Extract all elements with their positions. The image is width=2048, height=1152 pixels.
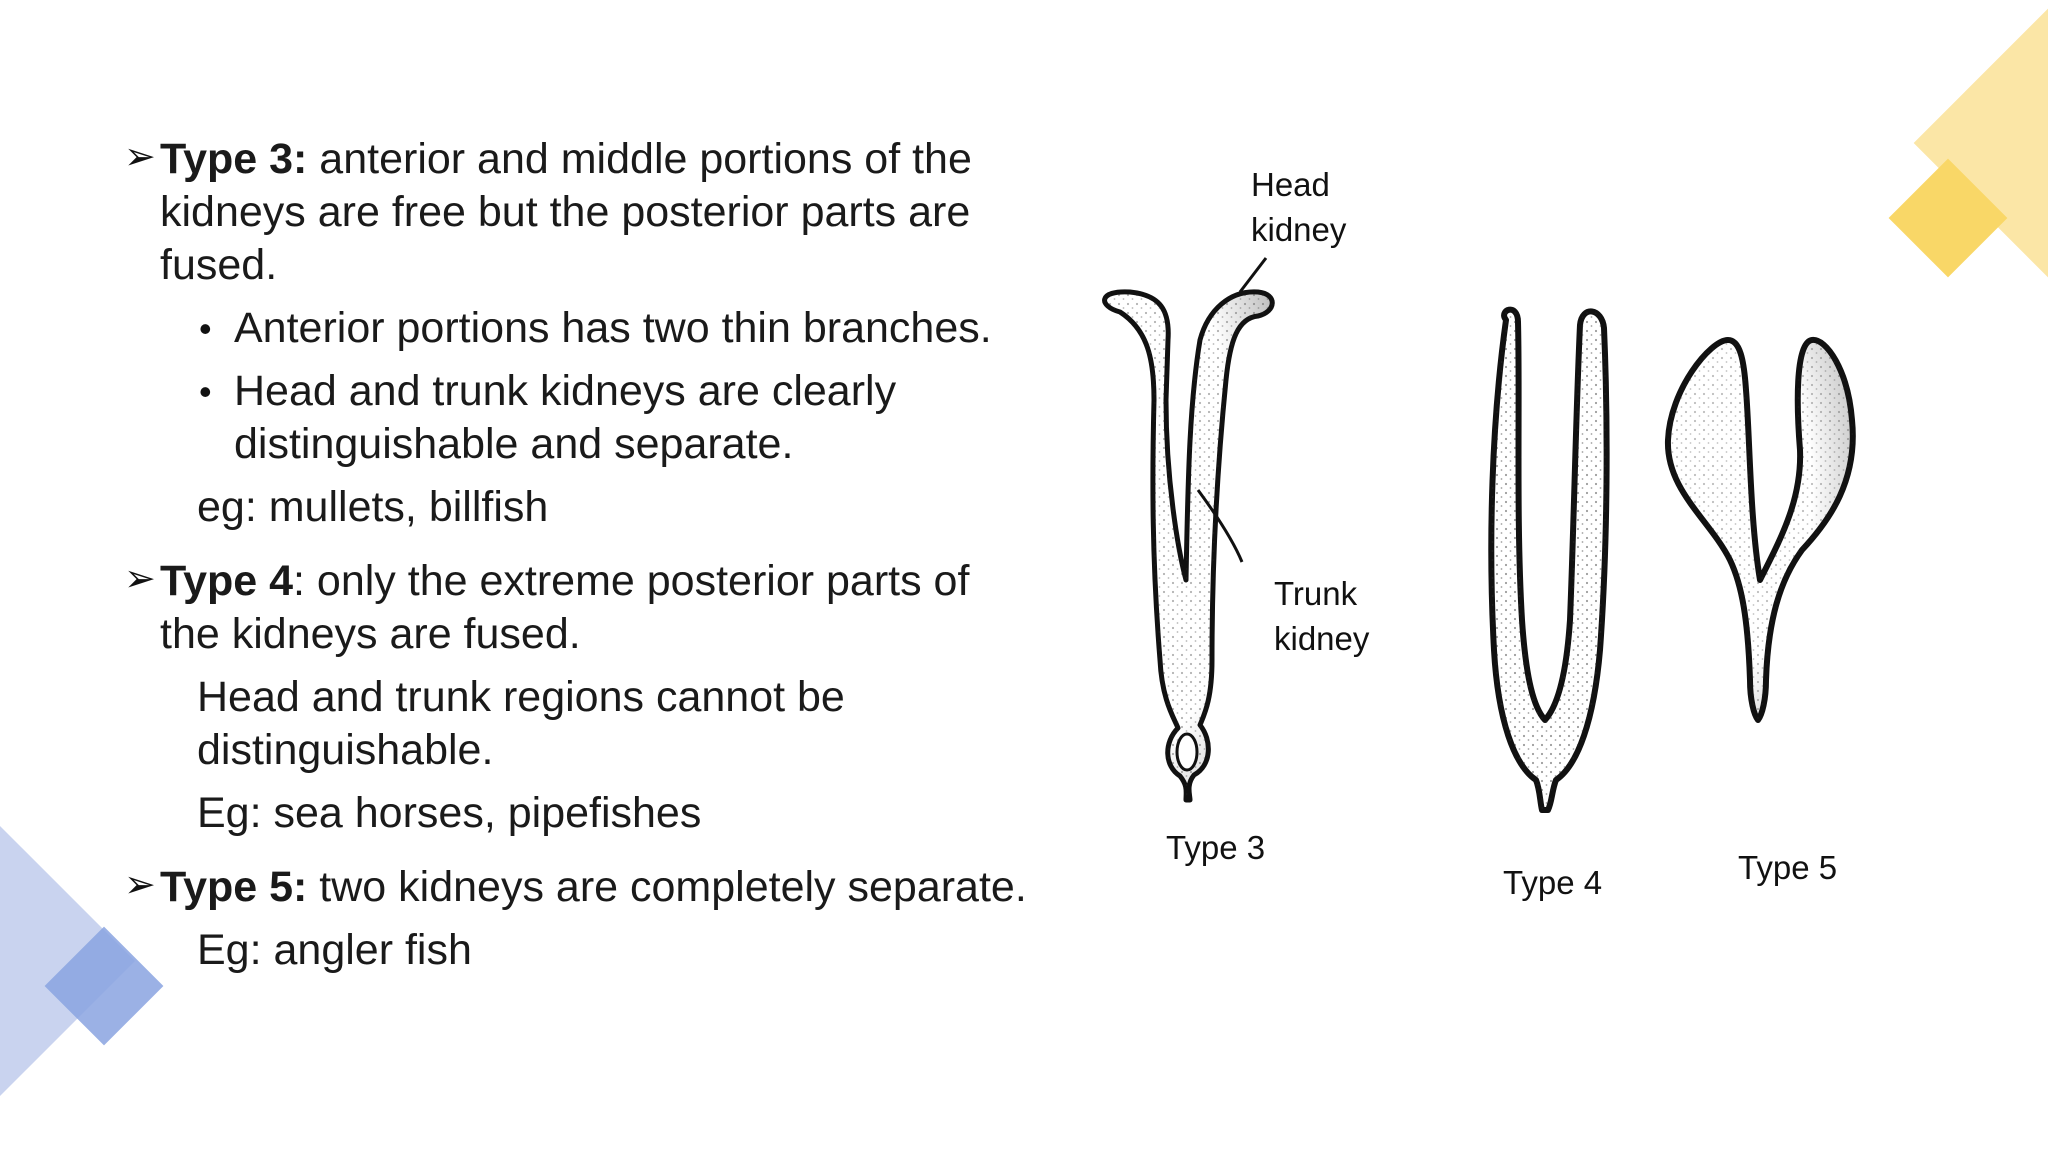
type3-kidney-drawing bbox=[1102, 257, 1275, 803]
kidney-types-figure: Head kidney Trunk kidney Type 3 Type 4 T… bbox=[1090, 140, 1910, 940]
type4-example: Eg: sea horses, pipefishes bbox=[197, 789, 702, 837]
type3-caption: Type 3 bbox=[1166, 829, 1266, 866]
type4-text-2: the kidneys are fused. bbox=[160, 610, 581, 658]
type3-bullet-2-line2: distinguishable and separate. bbox=[234, 420, 794, 468]
type5-caption: Type 5 bbox=[1738, 849, 1838, 886]
type4-label: Type 4 bbox=[160, 557, 294, 605]
type3-text-2: kidneys are free but the posterior parts… bbox=[160, 188, 971, 236]
type4-note-1: Head and trunk regions cannot be bbox=[197, 673, 845, 721]
type5-line1: Type 5: two kidneys are completely separ… bbox=[160, 861, 1027, 914]
arrow-bullet-icon: ➢ bbox=[124, 558, 156, 600]
slide-text-body: ➢ Type 3: anterior and middle portions o… bbox=[124, 133, 1027, 974]
type5-text-1: two kidneys are completely separate. bbox=[307, 863, 1027, 911]
type3-label: Type 3: bbox=[160, 135, 308, 183]
arrow-bullet-icon: ➢ bbox=[124, 136, 156, 178]
type5-kidney-drawing bbox=[1664, 337, 1856, 723]
type4-text-1: : only the extreme posterior parts of bbox=[293, 557, 970, 605]
type4-line1: Type 4: only the extreme posterior parts… bbox=[160, 555, 969, 608]
type3-bullet-2-line1: Head and trunk kidneys are clearly bbox=[234, 367, 897, 415]
type5-label: Type 5: bbox=[160, 863, 308, 911]
type4-note-2: distinguishable. bbox=[197, 726, 494, 774]
head-kidney-label-2: kidney bbox=[1251, 211, 1347, 248]
type3-bullet-1: Anterior portions has two thin branches. bbox=[234, 304, 992, 352]
type4-kidney-drawing bbox=[1488, 306, 1610, 813]
dot-bullet-icon: • bbox=[199, 308, 212, 349]
trunk-kidney-label-2: kidney bbox=[1274, 620, 1370, 657]
dot-bullet-icon: • bbox=[199, 371, 212, 412]
head-kidney-label-1: Head bbox=[1251, 166, 1330, 203]
type3-line1: Type 3: anterior and middle portions of … bbox=[160, 133, 972, 186]
trunk-kidney-label-1: Trunk bbox=[1274, 575, 1358, 612]
kidney-illustration bbox=[1102, 257, 1856, 813]
arrow-bullet-icon: ➢ bbox=[124, 864, 156, 906]
type3-example: eg: mullets, billfish bbox=[197, 483, 549, 531]
type5-example: Eg: angler fish bbox=[197, 926, 472, 974]
type4-caption: Type 4 bbox=[1503, 864, 1603, 901]
type3-text-3: fused. bbox=[160, 241, 278, 289]
type3-text-1: anterior and middle portions of the bbox=[307, 135, 972, 183]
